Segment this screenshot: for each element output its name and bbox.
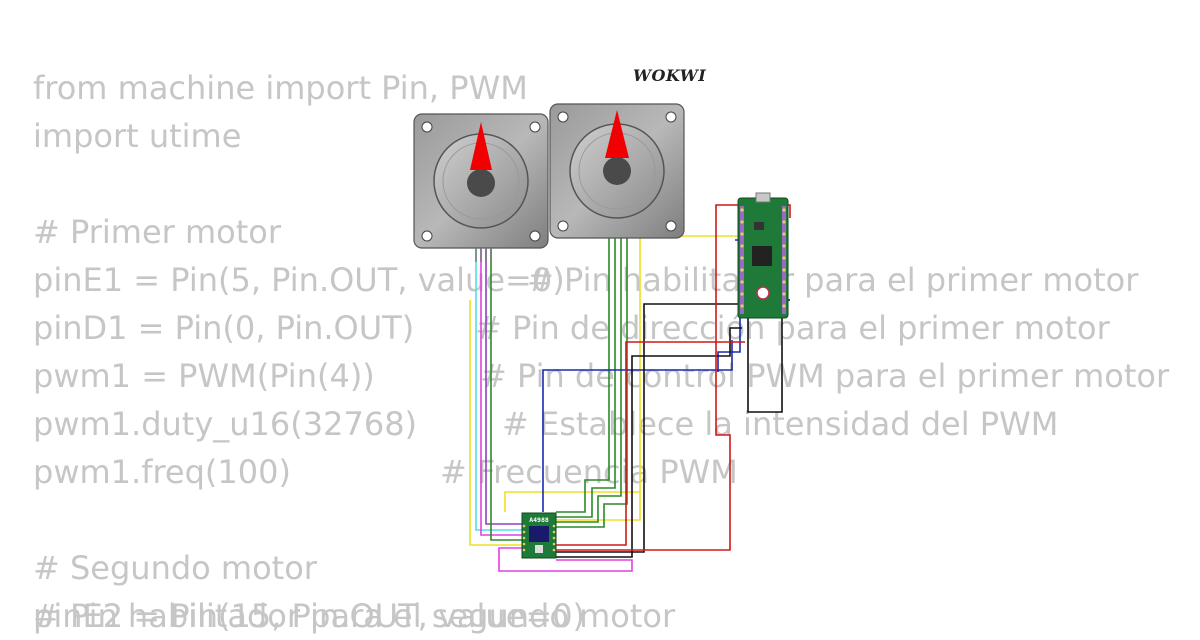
- code-text: pinE1 = Pin(5, Pin.OUT, value=0): [33, 261, 565, 299]
- code-text: pinE2 = Pin(15, Pin.OUT, value=0): [33, 597, 586, 635]
- code-text: from machine import Pin, PWM: [33, 69, 528, 107]
- code-text: import utime: [33, 117, 242, 155]
- wire-yellow-3: [504, 491, 640, 512]
- wire-yellow-2: [556, 235, 740, 521]
- code-line: pinE1 = Pin(5, Pin.OUT, value=0)# Pin ha…: [33, 256, 1138, 304]
- code-text: pwm1 = PWM(Pin(4)): [33, 357, 375, 395]
- wire-magenta-2: [498, 547, 633, 572]
- code-text: pwm1.duty_u16(32768): [33, 405, 418, 443]
- raspberry-pi-pico-board[interactable]: [737, 192, 789, 319]
- wire-green-3: [556, 238, 616, 518]
- raspberry-logo-icon: [756, 286, 770, 300]
- code-line: pwm1.duty_u16(32768) # Establece la inten…: [33, 400, 1058, 448]
- code-line: from machine import Pin, PWM: [33, 64, 585, 112]
- wire-purple: [485, 248, 524, 525]
- wire-yellow-1: [469, 300, 524, 546]
- code-line: import utime: [33, 112, 585, 160]
- stepper-motor-1[interactable]: [413, 113, 549, 262]
- code-text: pwm1.freq(100): [33, 453, 291, 491]
- code-line: # Primer motor: [33, 208, 585, 256]
- wire-black-1: [556, 303, 742, 553]
- wire-blue-1: [542, 340, 733, 512]
- wire-green-4: [556, 238, 622, 523]
- wire-green-2: [556, 238, 610, 513]
- wire-green-5: [556, 238, 628, 528]
- wokwi-logo: WOKWI: [633, 66, 707, 85]
- stepper-motor-2[interactable]: [549, 103, 685, 239]
- a4988-driver[interactable]: A4988: [521, 512, 557, 559]
- wire-cyan: [475, 248, 524, 531]
- wire-red-1: [556, 204, 742, 551]
- motor-1-pointer-icon: [470, 122, 492, 170]
- code-text: pinD1 = Pin(0, Pin.OUT): [33, 309, 415, 347]
- code-text: # Primer motor: [33, 213, 281, 251]
- wire-magenta: [480, 248, 524, 536]
- code-line: # Segundo motor: [33, 544, 585, 592]
- code-comment: # Pin habilitador para el segundo motor: [33, 597, 676, 635]
- code-comment: # Pin habilitador para el primer motor: [527, 261, 1139, 299]
- wire-blue-2: [717, 239, 741, 372]
- wire-green-1: [490, 248, 524, 541]
- code-text: # Segundo motor: [33, 549, 317, 587]
- code-line: pwm1.freq(100)# Frecuencia PWM: [33, 448, 738, 496]
- driver-label: A4988: [529, 516, 549, 524]
- wire-red-2: [556, 341, 745, 546]
- code-comment: # Establece la intensidad del PWM: [502, 405, 1059, 443]
- motor-2-pointer-icon: [605, 110, 629, 158]
- code-line: pinE2 = Pin(15, Pin.OUT, value=0)# Pin h…: [33, 592, 675, 640]
- wire-black-3: [556, 327, 742, 558]
